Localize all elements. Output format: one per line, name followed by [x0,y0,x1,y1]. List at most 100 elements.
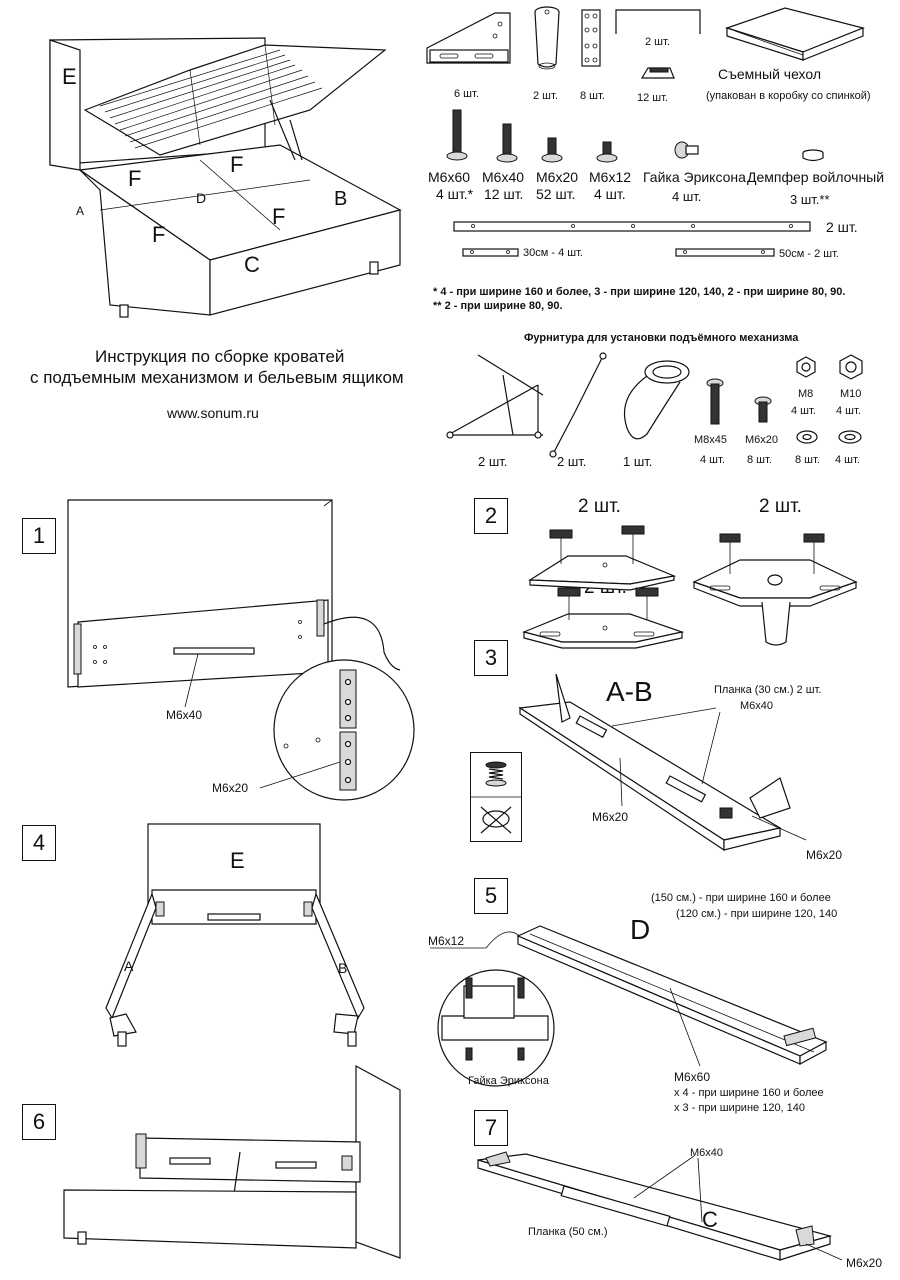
erickson-nut-qty: 4 шт. [672,189,702,204]
lift-mechanism-qty: 2 шт. [478,454,508,469]
bolt-m6x12-qty: 4 шт. [594,186,626,202]
nut-m8-qty: 4 шт. [791,405,816,417]
step-5-m6x60-label: M6x60 [674,1070,711,1084]
bolt-m6x12-name: M6x12 [589,169,632,185]
step-5-width-120: (120 см.) - при ширине 120, 140 [676,908,838,920]
bolt-m6x60-name: M6x60 [428,169,471,185]
step-1-m6x20-label: M6x20 [212,781,249,795]
bolt-m6x20-qty: 52 шт. [536,186,576,202]
step-3-m6x20a-label: M6x20 [592,810,629,824]
step-7-m6x40-label: M6x40 [690,1147,724,1159]
plate-icon [581,9,601,67]
strap-icon [623,360,690,440]
handle-icon [615,9,701,34]
step-5-m6x12-label: M6x12 [428,934,465,948]
bolt-m6x60-icon [446,109,468,161]
bracket-qty: 6 шт. [454,88,479,100]
step-7-number: 7 [474,1110,508,1146]
nut-m8-name: M8 [798,388,814,400]
step-4-e-label: E [230,848,245,873]
step-1-number: 1 [22,518,56,554]
washer-m8-icon [796,430,818,444]
washer-m10-qty: 4 шт. [835,454,860,466]
mechanism-title: Фурнитура для установки подъёмного механ… [524,332,799,344]
bed-label-f1: F [128,166,142,191]
strap-qty: 1 шт. [623,454,653,469]
step-5-d-label: D [630,914,651,945]
step-6-number: 6 [22,1104,56,1140]
mid-rail-icon [675,248,775,257]
footnote-2: ** 2 - при ширине 80, 90. [433,300,563,312]
title-line2: с подъемным механизмом и бельевым ящиком [30,368,404,387]
bolt-m6x20-mech-icon [754,396,772,423]
nut-m8-icon [796,356,816,378]
step-7-front-panel-drawing [477,1151,843,1261]
bed-label-d: D [196,190,207,206]
nut-m10-icon [839,354,863,380]
bed-label-e: E [62,64,77,89]
step-4-a-label: A [124,958,134,974]
step-3-m6x40-label: M6x40 [740,700,774,712]
step-4-b-label: B [338,960,348,976]
washer-m10-icon [838,430,862,444]
step-3-ab-label: A-B [606,676,653,707]
step-3-spring-panel [470,752,522,842]
step-2-qty-2: 2 шт. [759,496,802,517]
felt-damper-name: Демпфер войлочный [747,169,885,185]
bolt-m6x20-name: M6x20 [536,169,579,185]
step-2-brackets-drawing [522,525,858,649]
cover-icon [725,7,865,61]
bed-overview-drawing [49,37,402,318]
footnote-1: * 4 - при ширине 160 и более, 3 - при ши… [433,286,846,298]
long-rail-icon [453,221,811,232]
lift-mechanism-icon [446,354,544,439]
rubber-pad-qty: 12 шт. [637,92,668,104]
bracket-icon [426,12,511,64]
bed-label-c: C [244,252,260,277]
rubber-pad-icon [640,67,675,79]
step-5-number: 5 [474,878,508,914]
step-5-x3-note: x 3 - при ширине 120, 140 [674,1102,806,1114]
step-5-nut-label: Гайка Эриксона [468,1075,549,1087]
step-3-m6x20b-label: M6x20 [806,848,843,862]
step-5-width-160: (150 см.) - при ширине 160 и более [651,892,831,904]
leg-icon [534,6,560,70]
mid-rail-qty: 50см - 2 шт. [779,248,839,260]
step-5-crossbar-drawing [430,925,828,1087]
m6x20-mech-name: M6x20 [745,434,779,446]
step-4-number: 4 [22,825,56,861]
bed-label-a: A [76,204,85,218]
step-2-qty-1: 2 шт. [578,496,621,517]
m8x45-qty: 4 шт. [700,454,725,466]
bolt-m6x40-qty: 12 шт. [484,186,524,202]
step-7-plank-label: Планка (50 см.) [528,1226,608,1238]
step-3-number: 3 [474,640,508,676]
erickson-nut-name: Гайка Эриксона [643,169,746,185]
cover-title: Съемный чехол [718,66,822,82]
step-2-number: 2 [474,498,508,534]
short-rail-icon [462,248,519,257]
title-line1: Инструкция по сборке кроватей [95,347,345,366]
bolt-m6x20-icon [541,137,563,163]
leg-qty: 2 шт. [533,90,558,102]
plate-qty: 8 шт. [580,90,605,102]
bed-label-f2: F [230,152,244,177]
washer-m8-qty: 8 шт. [795,454,820,466]
long-rail-qty: 2 шт. [826,219,858,235]
handle-qty: 2 шт. [645,36,670,48]
nut-m10-qty: 4 шт. [836,405,861,417]
bolt-m6x60-qty: 4 шт.* [436,186,474,202]
cover-note: (упакован в коробку со спинкой) [706,90,871,102]
step-1-headboard-drawing [67,499,415,801]
felt-damper-icon [802,149,824,162]
step-1-m6x40-label: M6x40 [166,708,203,722]
website-link[interactable]: www.sonum.ru [167,405,259,421]
m6x20-mech-qty: 8 шт. [747,454,772,466]
step-7-c-label: C [702,1207,718,1232]
step-3-side-panel-drawing [518,673,807,852]
step-5-x4-note: x 4 - при ширине 160 и более [674,1087,824,1099]
step-6-frame-drawing [63,1064,401,1259]
felt-damper-qty: 3 шт.** [790,192,830,207]
m8x45-name: M8x45 [694,434,728,446]
bolt-m6x12-icon [596,141,618,163]
